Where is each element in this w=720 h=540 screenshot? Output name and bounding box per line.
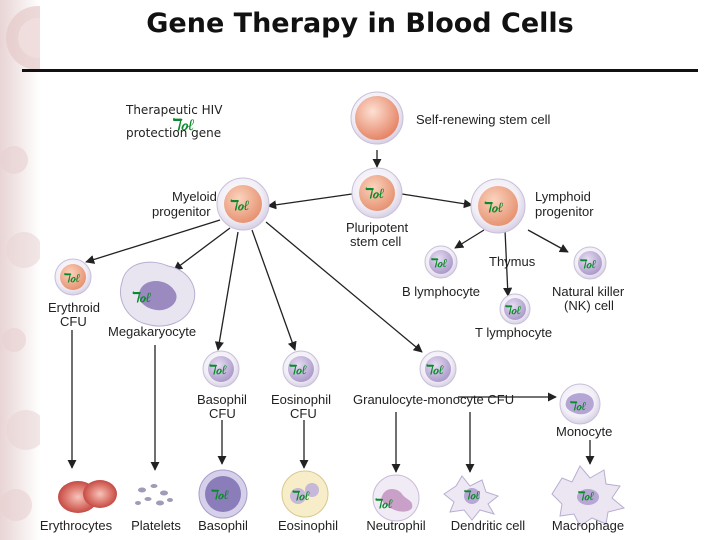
basophil-cell: ℸℴℓ [198, 469, 248, 519]
gene-icon: ℸℴℓ [130, 290, 151, 306]
label-macrophage: Macrophage [552, 518, 624, 533]
gene-icon: ℸℴℓ [462, 488, 480, 502]
granulocyte-monocyte-cfu-cell: ℸℴℓ [419, 350, 457, 388]
gene-icon: ℸℴℓ [373, 497, 393, 512]
label-dendritic-cell: Dendritic cell [451, 518, 526, 533]
legend-gene-icon: ℸℴℓ [170, 115, 195, 134]
erythroid-cfu-cell: ℸℴℓ [54, 258, 92, 296]
lymphoid-progenitor-cell: ℸℴℓ [470, 178, 526, 234]
dendritic-cell: ℸℴℓ [443, 475, 500, 521]
nk-cell: ℸℴℓ [573, 246, 607, 280]
erythrocytes-cells [58, 480, 117, 513]
label-megakaryocyte: Megakaryocyte [108, 324, 196, 339]
label-pluripotent-2: stem cell [350, 234, 401, 249]
label-neutrophil: Neutrophil [366, 518, 425, 533]
label-thymus: Thymus [489, 254, 536, 269]
gene-icon: ℸℴℓ [62, 271, 80, 285]
neutrophil-cell: ℸℴℓ [372, 474, 420, 522]
t-lymphocyte-cell: ℸℴℓ [499, 293, 531, 325]
gene-icon: ℸℴℓ [287, 363, 307, 378]
label-b-lymphocyte: B lymphocyte [402, 284, 480, 299]
label-lymphoid-1: Lymphoid [535, 189, 591, 204]
gene-icon: ℸℴℓ [363, 186, 384, 202]
monocyte-cell: ℸℴℓ [559, 383, 601, 425]
eosinophil-cfu-cell: ℸℴℓ [282, 350, 320, 388]
legend-line-1: Therapeutic HIV [125, 103, 223, 117]
label-nk-1: Natural killer [552, 284, 625, 299]
eosinophil-cell: ℸℴℓ [281, 470, 329, 518]
label-nk-2: (NK) cell [564, 298, 614, 313]
label-t-lymphocyte: T lymphocyte [475, 325, 552, 340]
gene-icon: ℸℴℓ [228, 198, 249, 214]
label-eosinophil-cfu-2: CFU [290, 406, 317, 421]
label-self-renewing-stem-cell: Self-renewing stem cell [416, 112, 550, 127]
label-platelets: Platelets [131, 518, 181, 533]
title-underline [22, 69, 698, 72]
label-gm-cfu: Granulocyte-monocyte CFU [353, 392, 514, 407]
label-erythroid-2: CFU [60, 314, 87, 329]
label-basophil-cfu-2: CFU [209, 406, 236, 421]
gene-icon: ℸℴℓ [290, 489, 310, 504]
gene-icon: ℸℴℓ [207, 363, 227, 378]
myeloid-progenitor-cell: ℸℴℓ [216, 177, 270, 231]
lineage-arrows [67, 150, 595, 473]
gene-icon: ℸℴℓ [576, 489, 594, 503]
label-eosinophil-cfu-1: Eosinophil [271, 392, 331, 407]
gene-icon: ℸℴℓ [568, 399, 586, 413]
gene-icon: ℸℴℓ [429, 256, 447, 270]
gene-icon: ℸℴℓ [482, 200, 503, 216]
megakaryocyte-cell: ℸℴℓ [120, 261, 196, 327]
basophil-cfu-cell: ℸℴℓ [202, 350, 240, 388]
gene-icon: ℸℴℓ [209, 488, 229, 503]
self-renewing-stem-cell [350, 91, 404, 145]
gene-icon: ℸℴℓ [578, 257, 596, 271]
label-myeloid-2: progenitor [152, 204, 211, 219]
b-lymphocyte-cell: ℸℴℓ [424, 245, 458, 279]
gene-icon: ℸℴℓ [424, 363, 444, 378]
macrophage-cell: ℸℴℓ [551, 465, 626, 527]
label-lymphoid-2: progenitor [535, 204, 594, 219]
label-basophil: Basophil [198, 518, 248, 533]
platelets-cells [135, 484, 173, 506]
pluripotent-stem-cell: ℸℴℓ [351, 167, 403, 219]
label-basophil-cfu-1: Basophil [197, 392, 247, 407]
label-erythrocytes: Erythrocytes [40, 518, 113, 533]
gene-icon: ℸℴℓ [503, 303, 521, 317]
legend-line-2: protection gene [126, 126, 221, 140]
label-monocyte: Monocyte [556, 424, 612, 439]
label-erythroid-1: Erythroid [48, 300, 100, 315]
slide-title: Gene Therapy in Blood Cells [146, 8, 574, 39]
label-myeloid-1: Myeloid [172, 189, 217, 204]
label-eosinophil: Eosinophil [278, 518, 338, 533]
label-pluripotent-1: Pluripotent [346, 220, 409, 235]
decorative-side-strip [0, 0, 40, 540]
